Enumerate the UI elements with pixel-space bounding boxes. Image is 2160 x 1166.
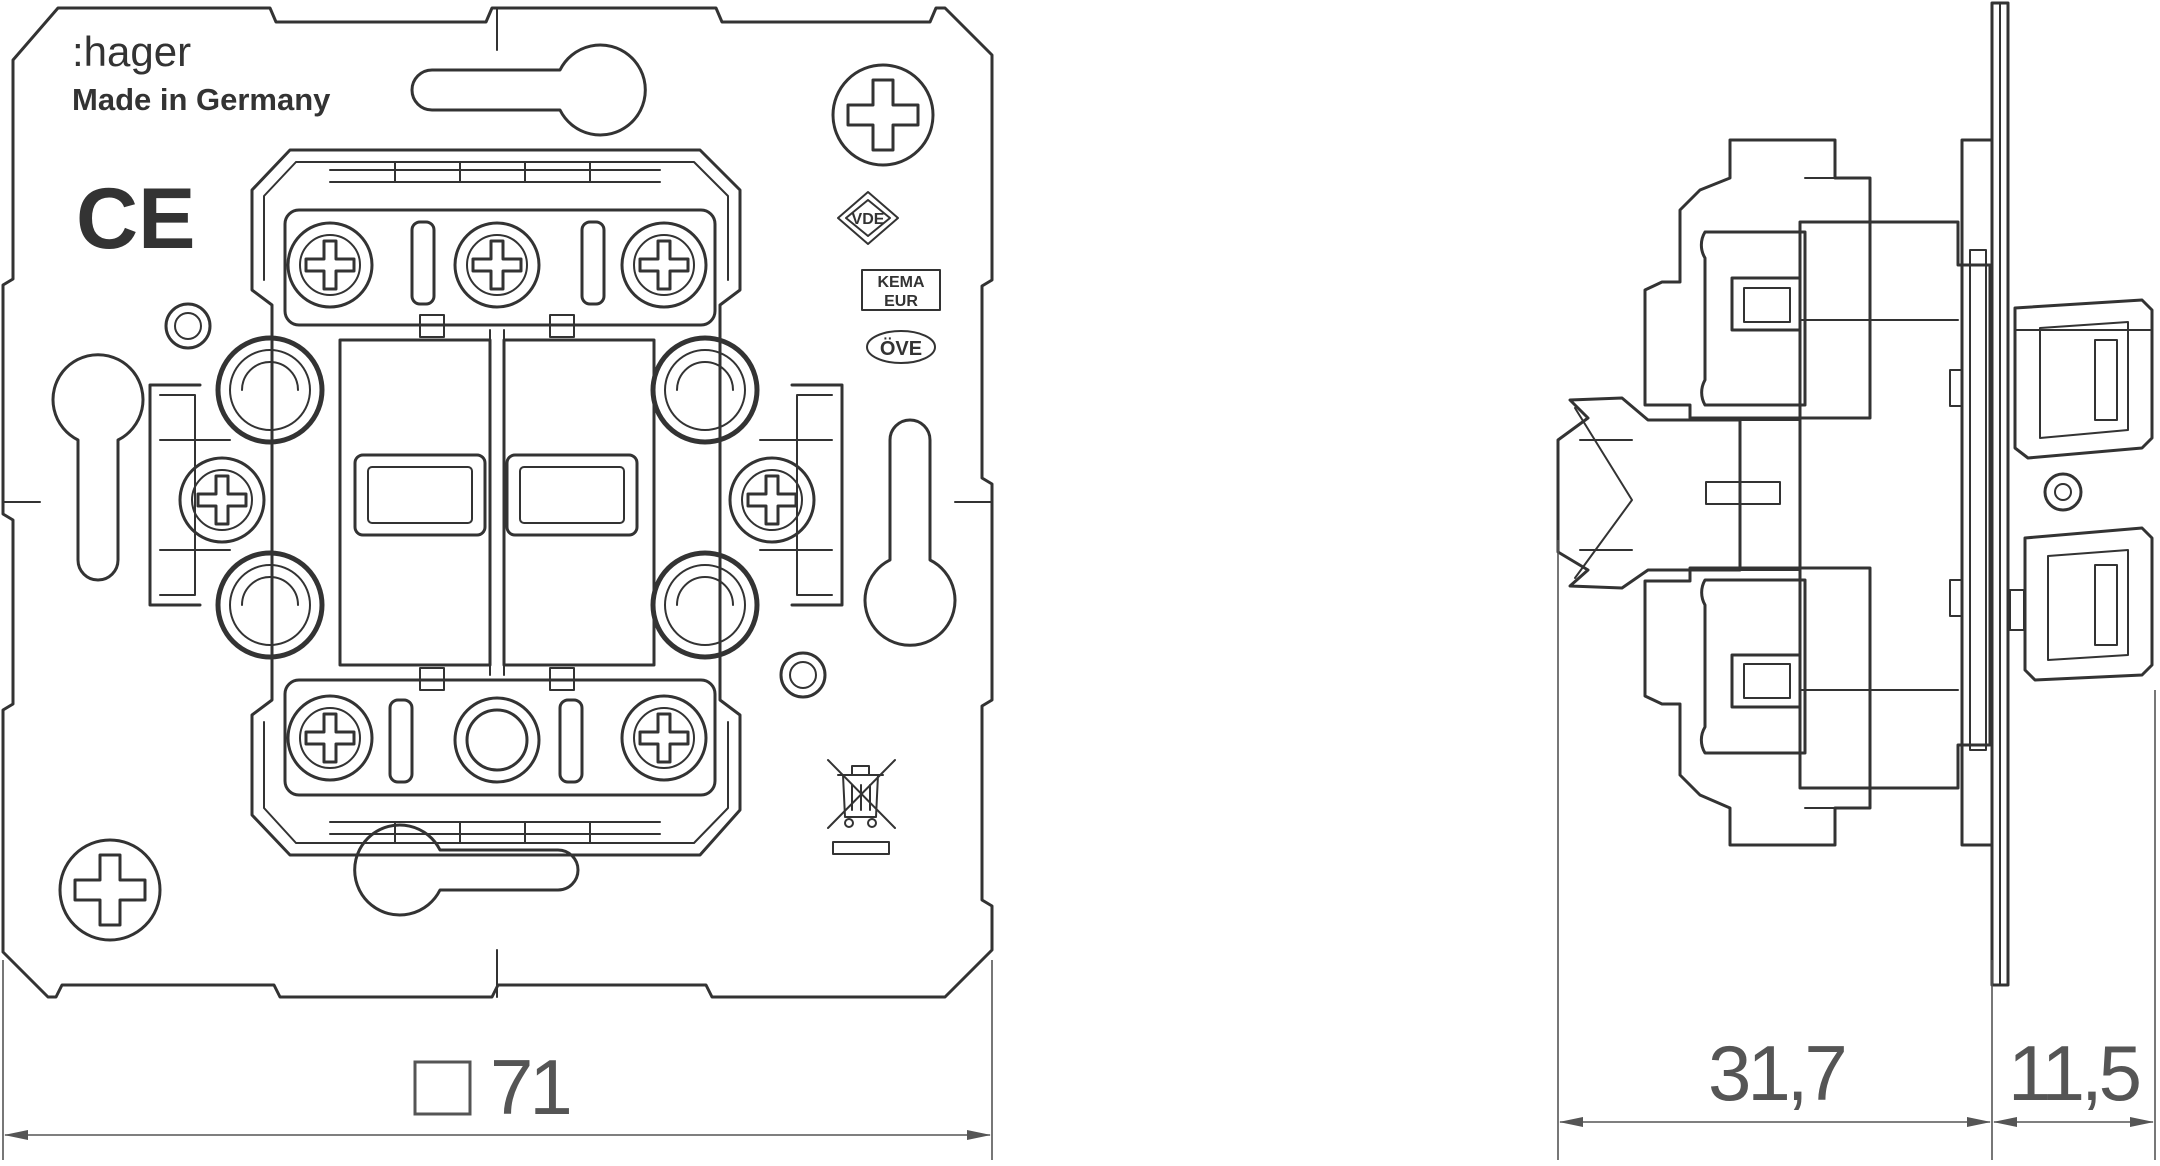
top-rail [329, 161, 661, 183]
terminal-slot [410, 220, 436, 306]
claw-ring [650, 335, 760, 445]
terminal-slot [388, 698, 414, 784]
side-main-body [1798, 220, 1992, 790]
mounting-plate-outline [1, 6, 994, 999]
claw-rings [215, 335, 760, 660]
terminal-screw-icon [620, 221, 708, 309]
small-hole-left [164, 302, 212, 350]
terminal-screw-icon [178, 456, 266, 544]
claw-ring [215, 335, 325, 445]
svg-text:VDE: VDE [852, 211, 885, 228]
terminal-screw-icon [453, 221, 541, 309]
mechanism-housing-inner [263, 161, 729, 844]
bottom-rail [329, 821, 661, 844]
small-hole-right [779, 651, 827, 699]
terminal-slot [558, 698, 584, 784]
square-symbol [413, 1060, 472, 1116]
keyhole-slot-bottom [353, 823, 580, 917]
vde-mark: VDE [837, 191, 899, 245]
side-rocker-upper [2013, 298, 2154, 460]
keyhole-slot-top [410, 43, 647, 137]
side-clamp-left [148, 383, 231, 607]
rocker-right [502, 338, 656, 667]
side-mounting-plate [1960, 138, 1994, 847]
claw-ring [215, 550, 325, 660]
weee-disposal-icon [827, 759, 896, 855]
terminal-screw-icon [286, 221, 374, 309]
terminal-screw-icon [286, 694, 374, 782]
side-pivot [2043, 472, 2083, 512]
fixing-hole-top-right [831, 63, 935, 167]
side-push-terminal [1556, 396, 1742, 590]
rocker-window-right [505, 453, 639, 537]
svg-text:ÖVE: ÖVE [880, 337, 922, 360]
keyhole-slot-right [863, 418, 957, 647]
center-indicator-hole [453, 696, 541, 784]
side-plate-value: 11,5 [2008, 1029, 2140, 1117]
side-clamp-right [759, 383, 844, 607]
rocker-left [338, 338, 492, 667]
rocker-window-left [353, 453, 487, 537]
side-depth-value: 31,7 [1708, 1029, 1844, 1117]
brand-logo: :hager [72, 28, 191, 75]
kema-mark: KEMA EUR [861, 269, 941, 311]
front-view: :hager Made in Germany CE VDE KEMA [1, 6, 994, 999]
terminal-slot [580, 220, 606, 306]
claw-ring [650, 550, 760, 660]
terminal-screw-icon [728, 456, 816, 544]
side-dimensions: 31,7 11,5 [1557, 540, 2156, 1160]
terminal-block-bottom [283, 678, 717, 797]
ce-mark: CE [76, 171, 195, 267]
fixing-hole-bottom-left [58, 838, 162, 942]
side-view [1556, 1, 2154, 987]
terminal-block-top [283, 208, 717, 327]
made-in-label: Made in Germany [72, 82, 331, 117]
svg-text:KEMA: KEMA [877, 274, 925, 291]
ove-mark: ÖVE [866, 330, 936, 364]
keyhole-slot-left [51, 353, 145, 582]
terminal-screw-icon [620, 694, 708, 782]
mechanism-housing [250, 148, 742, 857]
svg-text:EUR: EUR [884, 293, 918, 310]
side-rocker-lower [2023, 526, 2154, 682]
terminal-screws [178, 221, 816, 782]
front-width-value: 71 [490, 1043, 569, 1131]
front-width-dimension: 71 [2, 960, 993, 1160]
